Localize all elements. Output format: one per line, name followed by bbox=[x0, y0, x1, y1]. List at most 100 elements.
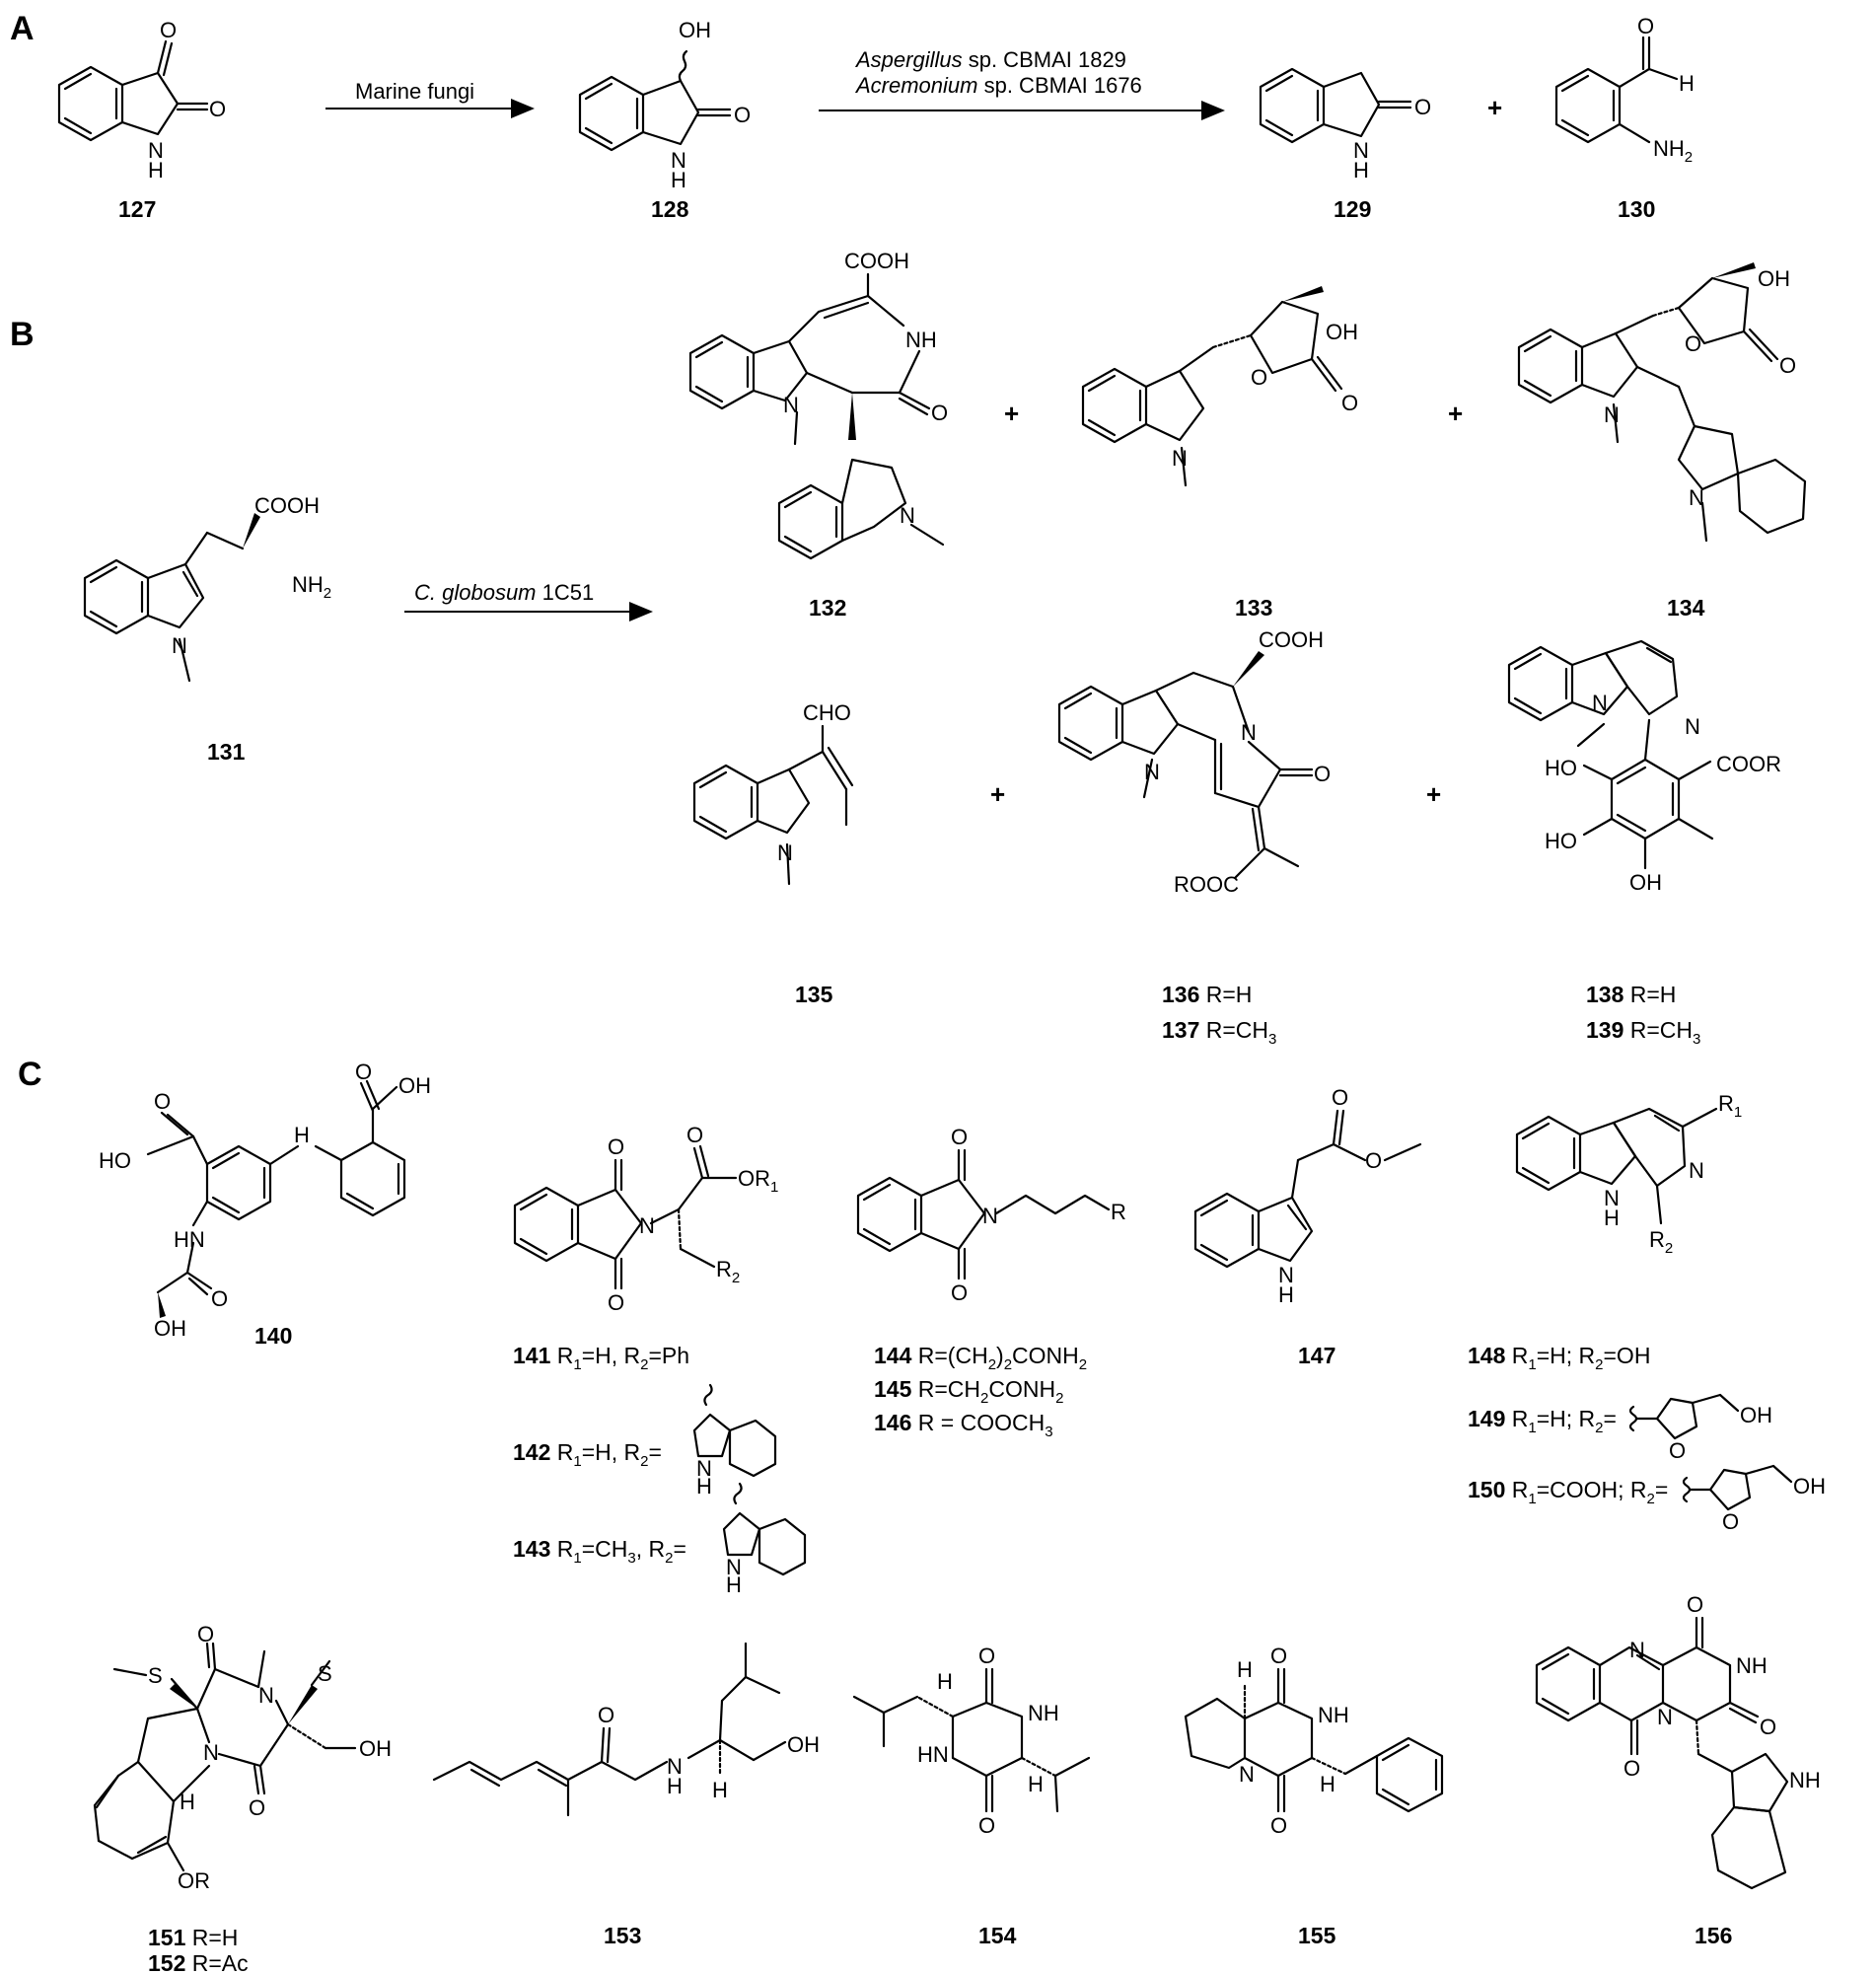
atom-n: N bbox=[172, 633, 187, 658]
atom-n: N bbox=[667, 1754, 683, 1779]
atom-h: H bbox=[1679, 71, 1695, 96]
compound-label-133: 133 bbox=[1235, 595, 1272, 621]
atom-o: O bbox=[1760, 1715, 1776, 1739]
atom-nh: NH bbox=[1028, 1701, 1059, 1725]
atom-o: O bbox=[951, 1125, 968, 1149]
compound-label-140: 140 bbox=[254, 1323, 292, 1349]
atom-n: N bbox=[1689, 1158, 1704, 1183]
structure-132 bbox=[688, 272, 945, 560]
atom-h: H bbox=[1237, 1657, 1253, 1682]
compound-label-152: 152 R=Ac bbox=[148, 1950, 249, 1974]
atom-hn: HN bbox=[174, 1227, 205, 1252]
atom-h: H bbox=[667, 1774, 683, 1798]
structure-127 bbox=[57, 39, 209, 142]
atom-h: H bbox=[180, 1790, 195, 1814]
atom-or1: OR1 bbox=[738, 1166, 778, 1196]
structure-156 bbox=[1535, 1616, 1789, 1890]
compound-label-145: 145 R=CH2CONH2 bbox=[874, 1376, 1063, 1407]
indolyl-substituent bbox=[722, 1482, 807, 1576]
atom-n: N bbox=[726, 1555, 742, 1579]
atom-n: N bbox=[1629, 1638, 1645, 1662]
atom-nh: NH bbox=[905, 328, 937, 352]
compound-label-156: 156 bbox=[1695, 1923, 1732, 1948]
atom-n: N bbox=[777, 841, 793, 865]
atom-oh: OH bbox=[1740, 1403, 1772, 1427]
atom-oh: OH bbox=[1326, 320, 1358, 344]
compound-label-154: 154 bbox=[978, 1923, 1017, 1948]
section-label-b: B bbox=[10, 316, 35, 353]
atom-oh: OH bbox=[787, 1732, 820, 1757]
atom-oh: OH bbox=[1758, 266, 1790, 291]
atom-h: H bbox=[712, 1778, 728, 1802]
structure-140 bbox=[146, 1079, 406, 1318]
atom-nh: NH bbox=[1736, 1653, 1768, 1678]
compound-label-138: 138 R=H bbox=[1586, 982, 1676, 1007]
atom-h: H bbox=[1353, 158, 1369, 183]
compound-label-135: 135 bbox=[795, 982, 833, 1007]
atom-nh: N bbox=[1278, 1263, 1294, 1287]
atom-o: O bbox=[608, 1290, 624, 1315]
atom-n: N bbox=[1685, 714, 1700, 739]
atom-ho: HO bbox=[99, 1148, 131, 1173]
atom-o: O bbox=[1722, 1509, 1739, 1534]
compound-label-132: 132 bbox=[809, 595, 846, 621]
atom-o: O bbox=[951, 1280, 968, 1305]
atom-o: O bbox=[1637, 14, 1654, 38]
atom-s: S bbox=[148, 1663, 163, 1688]
atom-o: O bbox=[734, 103, 751, 127]
compound-label-149: 149 R1=H; R2= bbox=[1468, 1406, 1617, 1436]
atom-n: N bbox=[1592, 691, 1608, 715]
structure-133 bbox=[1081, 286, 1343, 487]
atom-s: S bbox=[318, 1661, 332, 1686]
atom-cooh: COOH bbox=[1259, 627, 1324, 652]
atom-h: H bbox=[1320, 1772, 1335, 1796]
atom-o: O bbox=[1669, 1438, 1686, 1463]
svg-text:C. globosum 1C51: C. globosum 1C51 bbox=[414, 580, 594, 605]
atom-o: O bbox=[1779, 353, 1796, 378]
compound-label-148: 148 R1=H; R2=OH bbox=[1468, 1343, 1650, 1373]
atom-nh2: NH2 bbox=[1653, 136, 1693, 166]
atom-o: O bbox=[1251, 365, 1267, 390]
atom-o: O bbox=[1365, 1148, 1382, 1173]
structure-135 bbox=[692, 724, 854, 886]
atom-oh: OH bbox=[1629, 870, 1662, 895]
compound-label-128: 128 bbox=[651, 196, 689, 222]
atom-or: OR bbox=[178, 1868, 210, 1893]
compound-label-137: 137 R=CH3 bbox=[1162, 1017, 1276, 1048]
arrow-label-aspergillus-strain: sp. CBMAI 1829 bbox=[963, 47, 1126, 72]
structure-138-139 bbox=[1507, 639, 1714, 870]
atom-h: H bbox=[148, 158, 164, 183]
compound-label-131: 131 bbox=[207, 739, 246, 765]
svg-text:Acremonium sp. CBMAI 1676: Acremonium sp. CBMAI 1676 bbox=[854, 73, 1142, 98]
atom-o: O bbox=[1685, 331, 1701, 356]
atom-o: O bbox=[355, 1060, 372, 1084]
atom-n: N bbox=[1172, 446, 1188, 471]
structure-154 bbox=[852, 1667, 1091, 1813]
atom-cho: CHO bbox=[803, 700, 851, 725]
atom-n: N bbox=[1604, 1186, 1620, 1210]
arrow-label-c-globosum: C. globosum bbox=[414, 580, 537, 605]
atom-h: H bbox=[937, 1669, 953, 1694]
compound-label-144: 144 R=(CH2)2CONH2 bbox=[874, 1343, 1087, 1373]
compound-label-141: 141 R1=H, R2=Ph bbox=[513, 1343, 689, 1373]
atom-o: O bbox=[209, 97, 226, 121]
compound-label-136: 136 R=H bbox=[1162, 982, 1252, 1007]
atom-hn: HN bbox=[917, 1742, 949, 1767]
arrow-label-aspergillus: Aspergillus bbox=[854, 47, 963, 72]
arrow-label-strain: 1C51 bbox=[537, 580, 595, 605]
atom-n: N bbox=[639, 1213, 655, 1238]
atom-h: H bbox=[671, 168, 686, 192]
compound-label-151: 151 R=H bbox=[148, 1925, 238, 1950]
atom-o: O bbox=[1332, 1085, 1348, 1110]
atom-r2: R2 bbox=[716, 1257, 740, 1286]
atom-n: N bbox=[203, 1740, 219, 1765]
atom-o: O bbox=[1687, 1592, 1703, 1617]
indolyl-substituent bbox=[692, 1383, 777, 1478]
atom-h: H bbox=[294, 1123, 310, 1147]
atom-r2: R2 bbox=[1649, 1227, 1673, 1257]
atom-oh: OH bbox=[154, 1316, 186, 1341]
atom-h: H bbox=[696, 1474, 712, 1499]
atom-n: N bbox=[1239, 1762, 1255, 1787]
atom-o: O bbox=[160, 18, 177, 42]
atom-nh: NH bbox=[1789, 1768, 1821, 1792]
